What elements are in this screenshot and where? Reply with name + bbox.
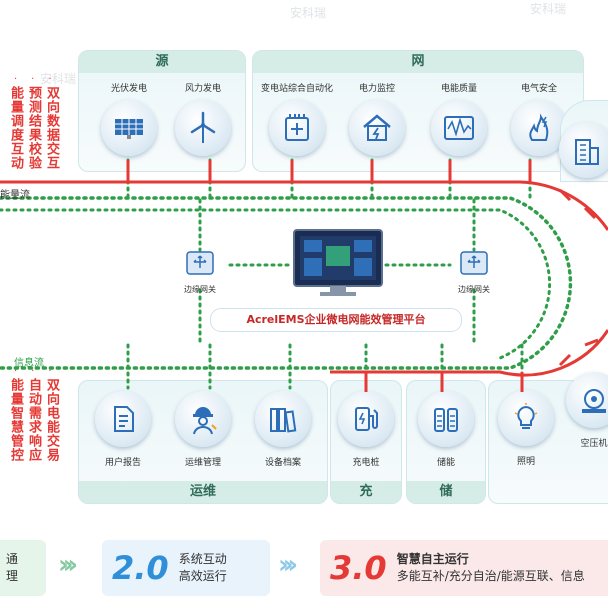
phase-1: 通 理 <box>0 540 46 596</box>
ops-panel: 运维 用户报告 运维管理 设备档案 <box>78 380 328 504</box>
lighting-item[interactable]: 照明 <box>490 390 562 467</box>
source-panel-title: 源 <box>79 51 245 73</box>
item-label: 储能 <box>436 458 455 468</box>
monitor-screen-icon[interactable] <box>292 228 384 298</box>
user-report-icon <box>95 391 151 447</box>
gateway-label: 边缘网关 <box>184 285 216 294</box>
platform-title: AcrelEMS企业微电网能效管理平台 <box>210 308 462 332</box>
item-label: 充电桩 <box>352 458 380 468</box>
power-monitor-item[interactable]: 电力监控 <box>341 81 413 156</box>
air-compressor-icon <box>566 372 608 428</box>
energy-flow-label: 能量流 <box>0 190 30 201</box>
storage-panel-title: 储 <box>407 481 485 503</box>
energy-dispatch-text: 能量调度互动 <box>8 86 23 170</box>
demand-response-text: 自动需求响应 <box>26 378 41 462</box>
substation-icon <box>269 100 325 156</box>
chevron-right-icon: ››› <box>278 550 298 580</box>
dot-marks: ··· <box>14 74 66 85</box>
phase-2-number: 2.0 <box>112 549 169 587</box>
building-icon <box>559 122 608 178</box>
phase-line: 多能互补/充分自治/能源互联、信息 <box>396 569 585 583</box>
gateway-icon <box>460 251 488 275</box>
maintenance-worker-icon <box>175 391 231 447</box>
item-label: 空压机 <box>580 439 608 449</box>
power-quality-icon <box>431 100 487 156</box>
phase-line: 理 <box>6 569 19 583</box>
charge-panel-title: 充 <box>331 481 401 503</box>
item-label: 用户报告 <box>104 458 141 468</box>
phase-2-text: 系统互动 高效运行 <box>179 551 227 585</box>
watermark: 安科瑞 <box>530 2 567 16</box>
device-archive-item[interactable]: 设备档案 <box>247 391 319 468</box>
battery-storage-item[interactable]: 储能 <box>410 391 482 468</box>
user-report-item[interactable]: 用户报告 <box>87 391 159 468</box>
power-quality-item[interactable]: 电能质量 <box>423 81 495 156</box>
gateway-icon <box>186 251 214 275</box>
item-label: 照明 <box>516 457 535 467</box>
info-flow-inner <box>0 208 552 360</box>
wind-turbine-icon <box>175 100 231 156</box>
phase-2: 2.0 系统互动 高效运行 <box>102 540 270 596</box>
item-label: 风力发电 <box>184 84 221 94</box>
air-compressor-item[interactable]: 空压机 <box>558 372 608 449</box>
bidirectional-data-text: 双向数据交互 <box>44 86 59 170</box>
charging-pile-icon <box>338 391 394 447</box>
phase-1-text: 通 理 <box>6 551 18 585</box>
phase-3-number: 3.0 <box>330 549 387 587</box>
edge-gateway-right[interactable]: 边缘网关 <box>444 250 504 295</box>
energy-flow-line <box>0 180 608 231</box>
lightbulb-icon <box>498 390 554 446</box>
maintenance-item[interactable]: 运维管理 <box>167 391 239 468</box>
phase-line: 系统互动 <box>178 552 227 566</box>
substation-item[interactable]: 变电站综合自动化 <box>257 81 337 156</box>
info-flow-line <box>0 196 573 370</box>
info-flow-label: 信息流 <box>14 358 44 369</box>
building-item[interactable] <box>552 122 608 178</box>
watermark: 安科瑞 <box>40 72 77 86</box>
ops-panel-title: 运维 <box>79 481 327 503</box>
solar-item[interactable]: 光伏发电 <box>93 81 165 156</box>
item-label: 光伏发电 <box>110 84 147 94</box>
charge-panel: 充 充电桩 <box>330 380 402 504</box>
energy-flow-return <box>330 329 608 377</box>
phase-line: 通 <box>6 552 19 566</box>
item-label: 变电站综合自动化 <box>260 84 333 94</box>
gateway-label: 边缘网关 <box>458 285 490 294</box>
phase-3-text: 智慧自主运行 多能互补/充分自治/能源互联、信息 <box>397 551 585 585</box>
grid-panel: 网 变电站综合自动化 电力监控 电能质量 电气安全 <box>252 50 584 172</box>
phase-3: 3.0 智慧自主运行 多能互补/充分自治/能源互联、信息 <box>320 540 608 596</box>
item-label: 电能质量 <box>440 84 477 94</box>
solar-panel-icon <box>101 100 157 156</box>
grid-panel-title: 网 <box>253 51 583 73</box>
edge-gateway-left[interactable]: 边缘网关 <box>170 250 230 295</box>
battery-storage-icon <box>418 391 474 447</box>
dot-marks: ··· <box>14 366 66 377</box>
power-monitor-icon <box>349 100 405 156</box>
item-label: 电力监控 <box>358 84 395 94</box>
item-label: 设备档案 <box>264 458 301 468</box>
device-archive-icon <box>255 391 311 447</box>
item-label: 运维管理 <box>184 458 221 468</box>
wind-item[interactable]: 风力发电 <box>167 81 239 156</box>
smart-control-text: 能量智慧管控 <box>8 378 23 462</box>
phase-line: 智慧自主运行 <box>396 552 469 566</box>
bidirectional-trade-text: 双向电能交易 <box>44 378 59 462</box>
item-label: 电气安全 <box>520 84 557 94</box>
forecast-check-text: 预测结果校验 <box>26 86 41 170</box>
charging-pile-item[interactable]: 充电桩 <box>330 391 402 468</box>
source-panel: 源 光伏发电 风力发电 <box>78 50 246 172</box>
electrical-safety-icon <box>511 100 567 156</box>
phase-line: 高效运行 <box>178 569 227 583</box>
electrical-safety-item[interactable]: 电气安全 <box>503 81 575 156</box>
storage-panel: 储 储能 <box>406 380 486 504</box>
chevron-right-icon: ››› <box>58 550 78 580</box>
watermark: 安科瑞 <box>290 6 327 20</box>
